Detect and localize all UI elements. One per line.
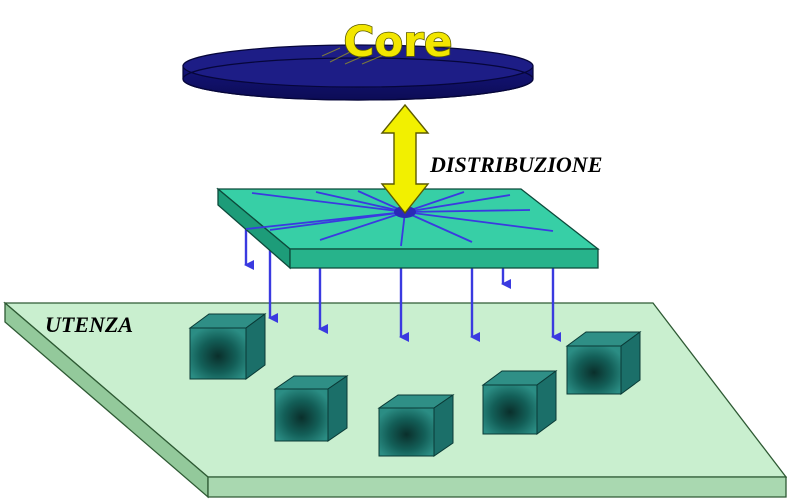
access-label: UTENZA bbox=[45, 312, 133, 337]
user-box-1 bbox=[188, 313, 267, 380]
user-box-5 bbox=[565, 331, 642, 395]
user-box-4 bbox=[481, 370, 558, 435]
core-disc bbox=[182, 44, 534, 101]
core-label: Core bbox=[344, 17, 453, 66]
user-box-2 bbox=[273, 375, 349, 442]
uplink-double-arrow-icon bbox=[380, 103, 430, 215]
user-box-3 bbox=[377, 394, 455, 457]
distribution-label: DISTRIBUZIONE bbox=[429, 152, 602, 177]
